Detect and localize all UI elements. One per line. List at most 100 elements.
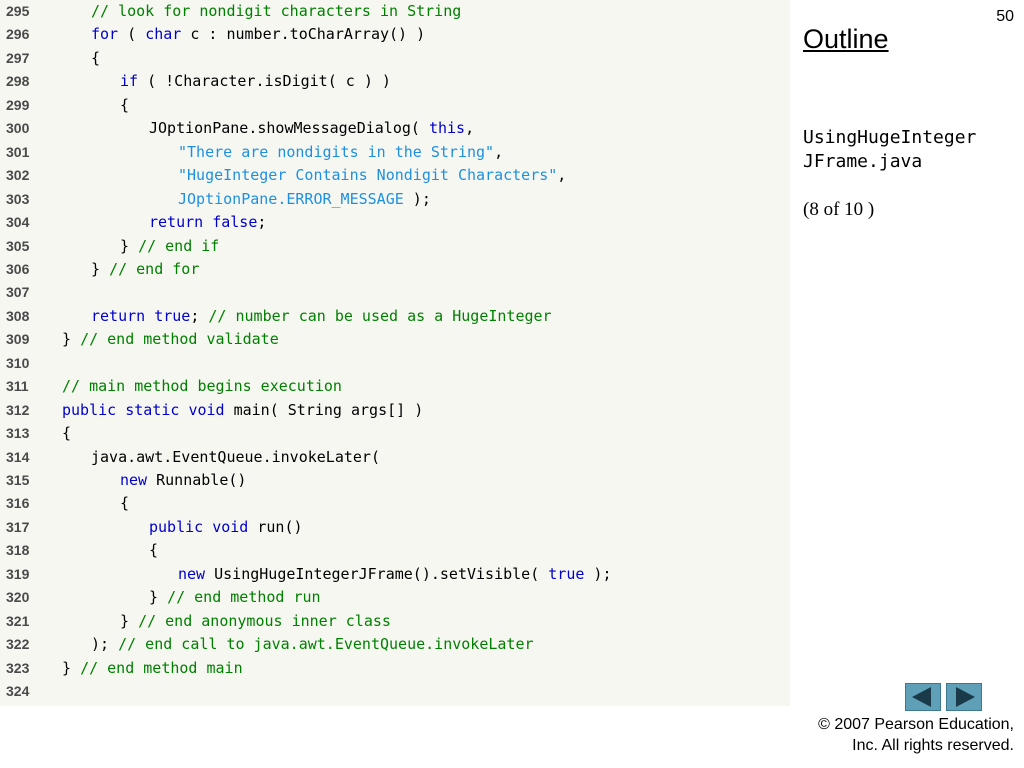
line-number: 295 — [6, 3, 30, 19]
line-number: 321 — [6, 612, 30, 629]
code-line: 319 new UsingHugeIntegerJFrame().setVisib… — [0, 563, 790, 586]
code-token — [116, 401, 125, 419]
code-line: 322); // end call to java.awt.EventQueue… — [0, 633, 790, 656]
code-token: char — [145, 25, 182, 44]
code-token: "There are nondigits in the String" — [178, 142, 495, 161]
copyright-line-1: © 2007 Pearson Education, — [818, 716, 1014, 733]
code-text: // main method begins execution — [62, 375, 342, 398]
code-text: } // end method main — [62, 657, 243, 680]
line-number: 300 — [6, 120, 30, 137]
code-line: 311 // main method begins execution — [0, 375, 790, 398]
copyright-notice: © 2007 Pearson Education, Inc. All right… — [818, 714, 1014, 756]
outline-link[interactable]: Outline — [803, 24, 889, 54]
code-token — [145, 307, 154, 325]
code-token: true — [154, 306, 191, 325]
line-number: 322 — [6, 636, 30, 653]
code-token: , — [465, 119, 475, 138]
code-token: java.awt.EventQueue.invokeLater( — [91, 447, 380, 466]
code-token: "HugeInteger Contains Nondigit Character… — [178, 166, 558, 185]
code-text: if ( !Character.isDigit( c ) ) — [120, 70, 391, 93]
code-line: 304 return false; — [0, 211, 790, 234]
code-text: new UsingHugeIntegerJFrame().setVisible(… — [178, 563, 611, 586]
code-line: 313 { — [0, 422, 790, 445]
code-token: public — [62, 400, 117, 419]
code-token: { — [91, 48, 101, 67]
code-token: new — [178, 564, 206, 583]
code-text: } // end for — [91, 258, 199, 281]
code-token: // end method run — [167, 588, 321, 607]
code-token: ; — [190, 306, 209, 325]
line-number: 308 — [6, 307, 30, 324]
code-token: // end method validate — [80, 330, 279, 349]
code-line: 295 // look for nondigit characters in St… — [0, 0, 790, 23]
line-number: 305 — [6, 237, 30, 254]
code-text: } // end method run — [149, 586, 321, 609]
code-token: // end if — [138, 236, 220, 255]
code-text: { — [120, 492, 129, 515]
code-token: JOptionPane.ERROR_MESSAGE — [178, 189, 404, 208]
line-number: 313 — [6, 425, 30, 442]
next-slide-button[interactable] — [946, 683, 982, 711]
code-text: } // end anonymous inner class — [120, 610, 391, 633]
code-token: // number can be used as a HugeInteger — [208, 306, 552, 325]
line-number: 304 — [6, 214, 30, 231]
code-line: 323 } // end method main — [0, 657, 790, 680]
code-text: JOptionPane.ERROR_MESSAGE ); — [178, 188, 431, 211]
line-number: 301 — [6, 143, 30, 160]
code-token: false — [212, 213, 258, 232]
code-token: } — [120, 236, 139, 255]
code-token: this — [428, 119, 466, 138]
line-number: 302 — [6, 167, 30, 184]
code-text: { — [149, 539, 158, 562]
code-token: // main method begins execution — [62, 377, 342, 396]
code-text: { — [120, 94, 129, 117]
code-token: new — [120, 471, 148, 489]
code-text: return false; — [149, 211, 266, 234]
code-token: // end for — [109, 259, 200, 278]
code-token: c : number.toCharArray() ) — [181, 25, 426, 44]
code-token: void — [188, 400, 225, 419]
code-token: run() — [248, 517, 303, 536]
code-line: 300 JOptionPane.showMessageDialog( this, — [0, 117, 790, 140]
previous-slide-button[interactable] — [905, 683, 941, 711]
line-number: 297 — [6, 49, 30, 66]
code-token: // end anonymous inner class — [138, 611, 391, 630]
code-token: static — [125, 400, 180, 419]
code-line: 315 new Runnable() — [0, 469, 790, 492]
line-number: 319 — [6, 565, 30, 582]
line-number: 318 — [6, 542, 30, 559]
code-line: 318 { — [0, 539, 790, 562]
line-number: 315 — [6, 472, 30, 488]
code-token: } — [62, 658, 81, 677]
code-text: JOptionPane.showMessageDialog( this, — [149, 117, 474, 140]
line-number: 314 — [6, 448, 30, 465]
file-name-line-1: UsingHugeInteger — [803, 127, 977, 148]
code-token: UsingHugeIntegerJFrame().setVisible( — [205, 564, 549, 583]
code-token: void — [212, 517, 249, 536]
code-line: 324 — [0, 680, 790, 703]
file-name-line-2: JFrame.java — [803, 151, 923, 172]
line-number: 323 — [6, 659, 30, 676]
page-number: 50 — [996, 8, 1014, 25]
code-line: 316{ — [0, 492, 790, 515]
code-text: // look for nondigit characters in Strin… — [91, 0, 461, 23]
code-line: 297 { — [0, 47, 790, 70]
right-arrow-icon — [956, 687, 975, 707]
code-listing: 295 // look for nondigit characters in St… — [0, 0, 790, 706]
file-name: UsingHugeInteger JFrame.java — [803, 126, 976, 174]
code-line: 302 "HugeInteger Contains Nondigit Charac… — [0, 164, 790, 187]
code-line: 310 — [0, 352, 790, 375]
code-line: 321 } // end anonymous inner class — [0, 610, 790, 633]
line-number: 311 — [6, 378, 29, 395]
code-token: Runnable() — [147, 471, 247, 489]
code-token: ; — [257, 213, 267, 232]
code-token: { — [62, 424, 72, 443]
code-token: ); — [403, 189, 431, 208]
code-token — [203, 518, 212, 536]
code-text: } // end method validate — [62, 328, 279, 351]
